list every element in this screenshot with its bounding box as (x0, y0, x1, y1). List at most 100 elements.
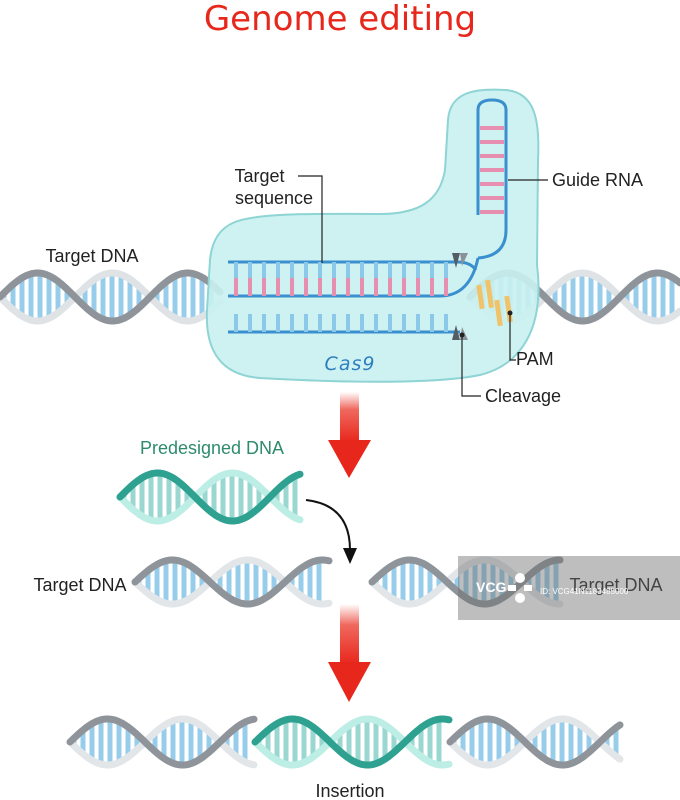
rna-base (492, 140, 504, 144)
rna-base (492, 168, 504, 172)
helix-backbone-strand (66, 715, 258, 769)
insertion-label: Insertion (315, 781, 384, 800)
rna-base (346, 278, 350, 296)
rna-base (262, 278, 266, 296)
dna-base (416, 262, 420, 280)
rna-base (480, 168, 492, 172)
helix-backbone-strand (251, 715, 453, 769)
helix-base-pairs (71, 719, 248, 765)
vcg-watermark: VCG ID: VCG41N1183485000 (458, 556, 680, 620)
pam-leader (509, 313, 516, 361)
dna-base (430, 314, 434, 332)
helix-backbone-strand (131, 556, 333, 608)
rna-base (248, 278, 252, 296)
dna-base (346, 262, 350, 280)
helix-backbone-strand (446, 715, 624, 769)
rna-base (388, 278, 392, 296)
helix-backbone-strand (131, 556, 333, 608)
dna-base (290, 314, 294, 332)
rna-base (492, 126, 504, 130)
rna-base (480, 196, 492, 200)
rna-base (304, 278, 308, 296)
rna-base (492, 154, 504, 158)
dna-base (276, 314, 280, 332)
helix-base-pairs (1, 273, 214, 321)
rna-base (374, 278, 378, 296)
watermark-caption: ID: VCG41N1183485000 (540, 587, 629, 596)
cas9-label: Cas9 (325, 353, 376, 375)
dna-base (262, 262, 266, 280)
cleavage-label: Cleavage (485, 386, 561, 406)
helix-backbone-strand (0, 269, 224, 325)
rna-base (332, 278, 336, 296)
rna-base (480, 210, 492, 214)
helix-backbone-strand (446, 715, 624, 769)
dna-base (234, 314, 238, 332)
dna-base (248, 262, 252, 280)
helix-base-pairs (121, 473, 298, 521)
rna-base (276, 278, 280, 296)
target-dna-right-label: Target DNA (569, 575, 662, 595)
rna-base (234, 278, 238, 296)
dna-base (332, 314, 336, 332)
dna-base (402, 262, 406, 280)
helix-backbone-strand (251, 715, 453, 769)
target-dna-top-label: Target DNA (45, 246, 138, 266)
dna-base (374, 262, 378, 280)
dna-base (262, 314, 266, 332)
target-sequence-label: Target sequence (234, 166, 313, 208)
rna-base (492, 210, 504, 214)
dna-base (388, 262, 392, 280)
watermark-logo (508, 573, 532, 603)
dna-base (248, 314, 252, 332)
rna-base (492, 182, 504, 186)
helix-backbone-strand (368, 556, 564, 608)
helix-base-pairs (373, 560, 559, 604)
target-dna-helix-top-left (0, 269, 224, 325)
pam-label: PAM (516, 349, 554, 369)
pam-sequence (476, 279, 513, 327)
dna-base (402, 314, 406, 332)
rna-base (360, 278, 364, 296)
rna-base (480, 154, 492, 158)
dna-base (234, 262, 238, 280)
dna-base (304, 314, 308, 332)
target-dna-left-label: Target DNA (33, 575, 126, 595)
inserted-dna-helix (66, 715, 624, 769)
predesigned-dna-label: Predesigned DNA (140, 438, 284, 458)
dna-base (276, 262, 280, 280)
rna-base (444, 278, 448, 296)
dna-base (388, 314, 392, 332)
helix-base-pairs (451, 719, 619, 765)
rna-base (480, 140, 492, 144)
dna-base (304, 262, 308, 280)
process-arrow-2 (328, 604, 371, 702)
predesigned-dna-helix (116, 469, 304, 525)
dna-base (360, 262, 364, 280)
rna-base (290, 278, 294, 296)
page-title: Genome editing (204, 0, 476, 39)
dna-base (374, 314, 378, 332)
cas9-protein (205, 88, 540, 383)
dna-base (318, 262, 322, 280)
target-sequence-strands (228, 257, 480, 334)
rna-base (480, 182, 492, 186)
dna-base (444, 314, 448, 332)
dna-base (430, 262, 434, 280)
dna-base (360, 314, 364, 332)
rna-base (480, 126, 492, 130)
insertion-curve-arrow (305, 499, 357, 564)
dna-base (332, 262, 336, 280)
process-arrow-1 (328, 392, 371, 478)
helix-backbone-strand (116, 469, 304, 525)
guide-rna-label: Guide RNA (552, 170, 643, 190)
target-dna-helix-cut-left (131, 556, 333, 608)
dna-base (346, 314, 350, 332)
rna-base (318, 278, 322, 296)
dna-base (444, 262, 448, 280)
dna-base (318, 314, 322, 332)
rna-base (492, 196, 504, 200)
dna-base (290, 262, 294, 280)
dna-base (416, 314, 420, 332)
